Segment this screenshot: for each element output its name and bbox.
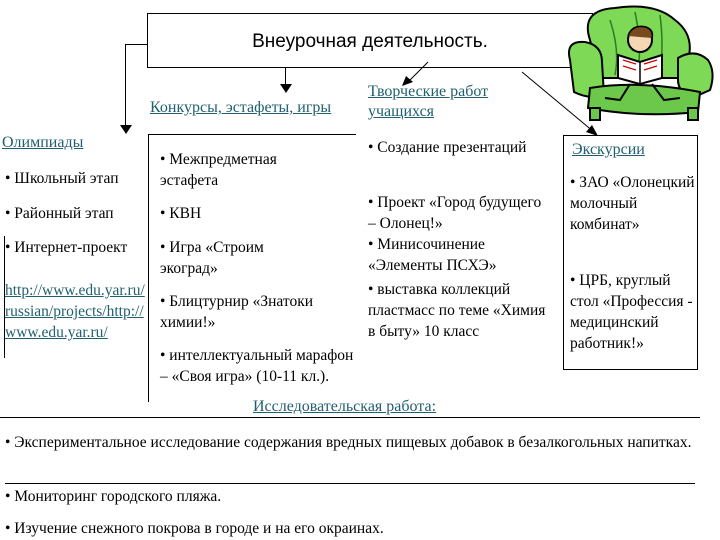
- creative-item-essay: • Минисочинение «Элементы ПСХЭ»: [368, 236, 497, 274]
- olympiads-item-internet: • Интернет-проект: [5, 239, 128, 256]
- excursions-item-dairy: • ЗАО «Олонецкий молочный комбинат»: [570, 174, 695, 233]
- excursions-heading: Экскурсии: [572, 141, 645, 158]
- research-item-beach: • Мониторинг городского пляжа.: [5, 488, 222, 505]
- connector-left: [125, 44, 147, 45]
- creative-heading: Творческие работ учащихся: [368, 83, 489, 120]
- connector-contests: [285, 68, 286, 86]
- page-title: Внеурочная деятельность.: [252, 31, 488, 52]
- contests-item-marathon: • интеллектуальный марафон – «Своя игра»…: [160, 347, 354, 385]
- contests-heading: Конкурсы, эстафеты, игры: [150, 99, 332, 116]
- research-heading: Исследовательская работа:: [253, 398, 437, 415]
- creative-item-city-project: • Проект «Город будущего – Олонец!»: [368, 194, 542, 232]
- contests-item-blitz: • Блицтурнир «Знатоки химии!»: [160, 293, 314, 331]
- arrow-excursions-icon: [521, 71, 598, 136]
- reading-chair-clipart: [568, 5, 714, 121]
- arrow-contests-icon: [280, 84, 292, 93]
- creative-item-presentations: • Создание презентаций: [368, 139, 527, 156]
- title-box: Внеурочная деятельность.: [147, 13, 593, 68]
- arrow-creative-icon: [402, 61, 429, 86]
- olympiads-heading: Олимпиады: [2, 134, 84, 151]
- excursions-item-hospital: • ЦРБ, круглый стол «Профессия - медицин…: [570, 272, 693, 352]
- contests-item-relay: • Межпредметная эстафета: [160, 151, 277, 189]
- connector-left-down: [125, 44, 126, 130]
- research-item-additives: • Экспериментальное исследование содержа…: [5, 434, 692, 451]
- research-item-snow: • Изучение снежного покрова в городе и н…: [5, 520, 384, 537]
- excursions-box: [563, 135, 698, 370]
- research-box: [0, 417, 700, 535]
- contests-box: [148, 134, 356, 402]
- contests-item-kvn: • КВН: [160, 205, 202, 222]
- olympiads-link[interactable]: http://www.edu.yar.ru/russian/projects/h…: [5, 282, 145, 341]
- olympiads-box: [4, 236, 145, 358]
- research-divider: [5, 483, 695, 484]
- contests-item-ecocity: • Игра «Строим экоград»: [160, 239, 264, 277]
- creative-item-plastics: • выставка коллекций пластмасс по теме «…: [368, 281, 546, 340]
- arrow-olympiads-icon: [120, 125, 132, 134]
- olympiads-item-school: • Школьный этап: [5, 170, 119, 187]
- olympiads-item-district: • Районный этап: [5, 205, 114, 222]
